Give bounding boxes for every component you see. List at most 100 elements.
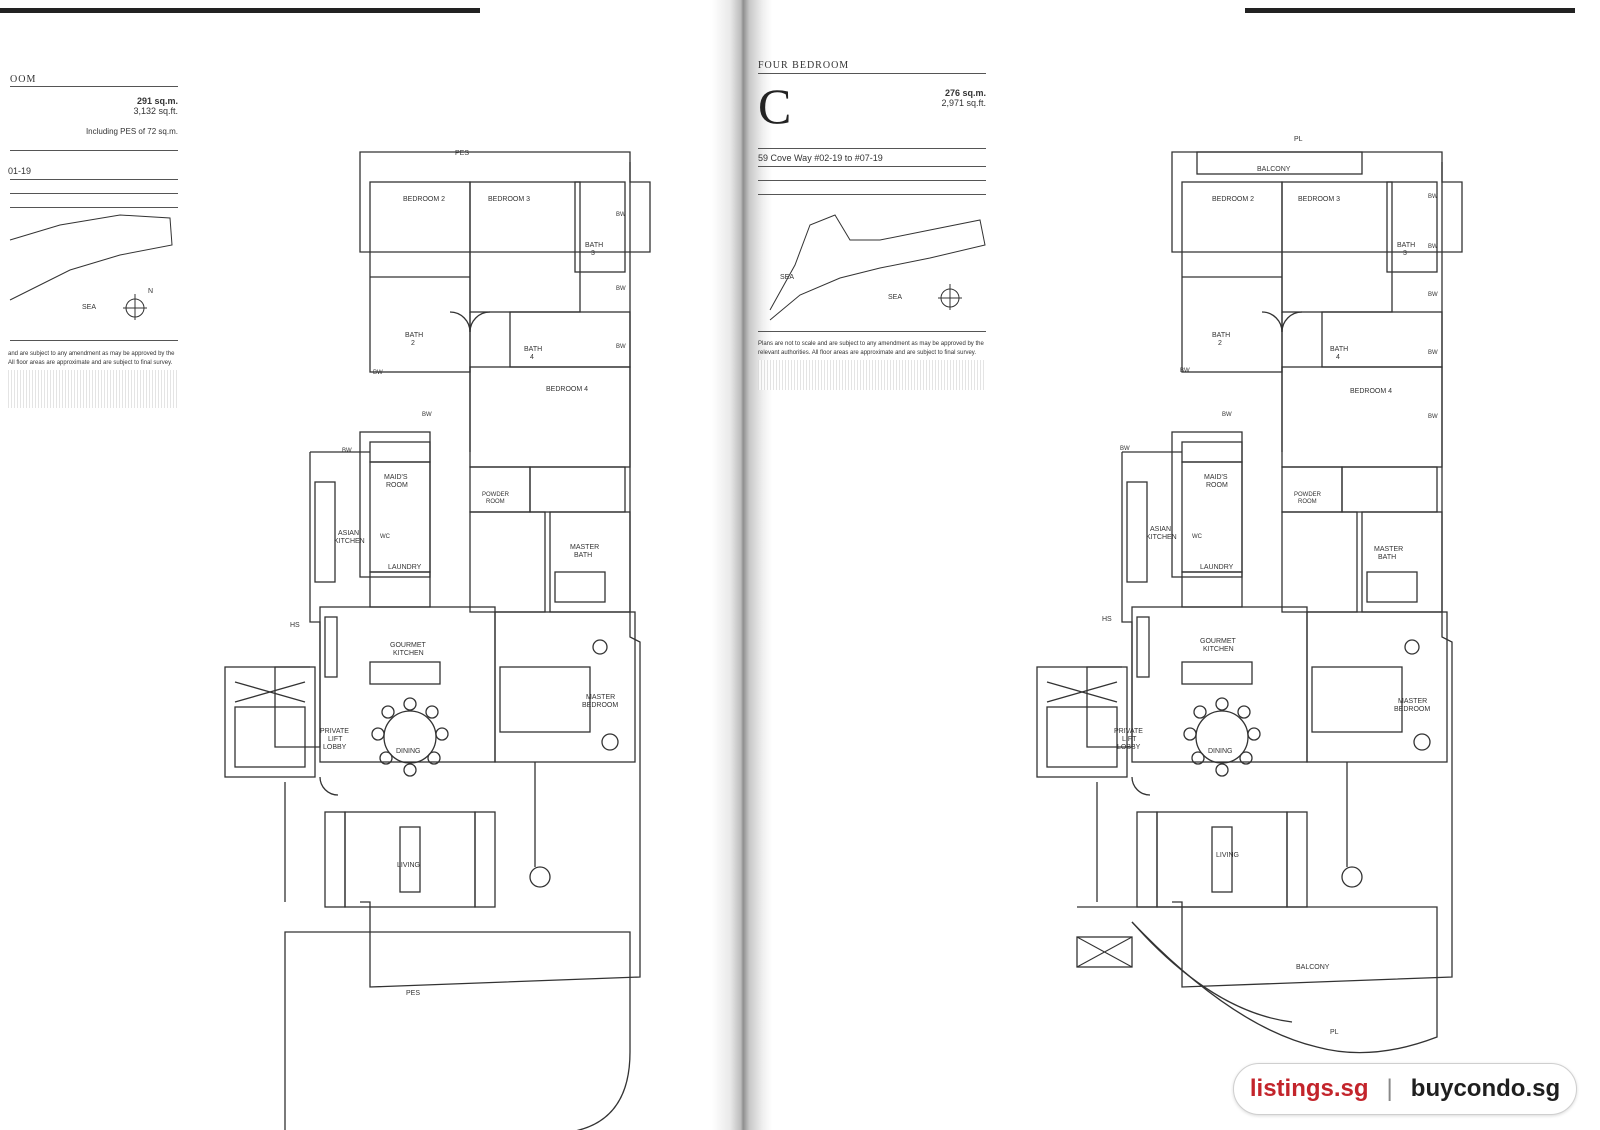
room-label-wc: WC [380, 534, 390, 540]
room-label-dining: DINING [1208, 748, 1233, 755]
room-label-private-lift-2: LIFT [1122, 736, 1137, 743]
room-label-bw: BW [1180, 368, 1190, 374]
room-label-wc: WC [1192, 534, 1202, 540]
room-label-asian-2: KITCHEN [1146, 534, 1177, 541]
room-label-asian: ASIAN [1150, 526, 1172, 533]
room-label-maids: MAID'S [1204, 474, 1228, 481]
left-rule [10, 340, 178, 341]
room-label-balcony-bottom: BALCONY [1296, 964, 1330, 971]
room-label-gourmet-2: KITCHEN [1203, 646, 1234, 653]
left-disclaimer-1: and are subject to any amendment as may … [8, 351, 175, 357]
room-label-private-lift-3: LOBBY [323, 744, 347, 751]
right-rule [758, 331, 986, 332]
room-label-private-lift: PRIVATE [320, 728, 349, 735]
right-rule [758, 166, 986, 167]
room-label-bath4: BATH [1330, 346, 1349, 353]
room-label-bath2: BATH [405, 332, 424, 339]
room-label-master-bath: MASTER [1374, 546, 1404, 553]
room-label-hs: HS [290, 622, 300, 629]
right-units: 59 Cove Way #02-19 to #07-19 [758, 153, 883, 163]
room-label-powder-2: ROOM [1298, 499, 1317, 505]
room-label-pl-bottom: PL [1330, 1029, 1339, 1036]
room-label-asian-2: KITCHEN [334, 538, 365, 545]
room-label-pes-top: PES [455, 150, 470, 157]
left-heading-fragment: OOM [10, 74, 37, 85]
room-label-powder-2: ROOM [486, 499, 505, 505]
watermark-site-1[interactable]: listings.sg [1249, 1075, 1369, 1102]
left-pes-note: Including PES of 72 sq.m. [85, 127, 178, 136]
room-label-gourmet: GOURMET [1200, 638, 1236, 645]
room-label-maids-2: ROOM [386, 482, 408, 489]
room-label-bw: BW [616, 212, 626, 218]
room-label-bw: BW [342, 448, 352, 454]
room-label-bedroom3: BEDROOM 3 [1298, 196, 1341, 203]
left-unit-fragment: 01-19 [8, 166, 32, 176]
right-disclaimer-2: relevant authorities. All floor areas ar… [758, 350, 977, 356]
room-label-master-bath-2: BATH [1378, 554, 1397, 561]
left-area-sqft: 3,132 sq.ft. [133, 106, 178, 116]
room-label-bw: BW [373, 370, 383, 376]
room-label-pl-top: PL [1294, 136, 1303, 143]
right-keyplan [769, 214, 986, 321]
room-label-laundry: LAUNDRY [1200, 564, 1234, 571]
left-keyplan-sea-label: SEA [82, 304, 97, 311]
left-rule [10, 179, 178, 180]
scan-noise [8, 370, 178, 408]
right-keyplan-sea-label-1: SEA [780, 274, 795, 281]
room-label-bath3-num: 3 [591, 250, 595, 257]
room-label-bw: BW [1428, 350, 1438, 356]
right-disclaimer-1: Plans are not to scale and are subject t… [758, 341, 984, 347]
right-rule [758, 148, 986, 149]
room-label-bath4-num: 4 [1336, 354, 1340, 361]
room-label-bedroom4: BEDROOM 4 [1350, 388, 1393, 395]
right-rule [758, 180, 986, 181]
room-label-maids: MAID'S [384, 474, 408, 481]
room-label-hs: HS [1102, 616, 1112, 623]
room-label-bath3-num: 3 [1403, 250, 1407, 257]
room-label-pes-bottom: PES [406, 990, 421, 997]
room-label-bw: BW [616, 286, 626, 292]
room-label-master-bedroom: MASTER [1398, 698, 1428, 705]
room-label-dining: DINING [396, 748, 421, 755]
room-label-bw: BW [616, 344, 626, 350]
room-label-bw: BW [422, 412, 432, 418]
room-label-maids-2: ROOM [1206, 482, 1228, 489]
room-label-bath2-num: 2 [1218, 340, 1222, 347]
room-label-master-bedroom: MASTER [586, 694, 616, 701]
room-label-bedroom2: BEDROOM 2 [403, 196, 446, 203]
room-label-bath4-num: 4 [530, 354, 534, 361]
room-label-bath2: BATH [1212, 332, 1231, 339]
room-label-bedroom4: BEDROOM 4 [546, 386, 589, 393]
book-gutter-shadow [712, 0, 772, 1130]
room-label-bw: BW [1222, 412, 1232, 418]
room-label-master-bedroom-2: BEDROOM [582, 702, 619, 709]
left-rule [10, 150, 178, 151]
room-label-private-lift: PRIVATE [1114, 728, 1143, 735]
right-area-sqft: 2,971 sq.ft. [941, 98, 986, 108]
room-label-bedroom2: BEDROOM 2 [1212, 196, 1255, 203]
room-label-private-lift-2: LIFT [328, 736, 343, 743]
room-label-gourmet-2: KITCHEN [393, 650, 424, 657]
left-rule [10, 207, 178, 208]
top-rule-left [0, 8, 480, 13]
right-area-sqm: 276 sq.m. [944, 88, 986, 98]
top-rule-right [1245, 8, 1575, 13]
watermark-badge[interactable]: listings.sg | buycondo.sg [1233, 1063, 1577, 1115]
right-keyplan-sea-label-2: SEA [888, 294, 903, 301]
right-rule [758, 73, 986, 74]
left-rule [10, 86, 178, 87]
room-label-master-bedroom-2: BEDROOM [1394, 706, 1431, 713]
room-label-private-lift-3: LOBBY [1117, 744, 1141, 751]
room-label-master-bath: MASTER [570, 544, 600, 551]
room-label-bath3: BATH [585, 242, 604, 249]
right-type-letter: C [758, 78, 792, 134]
right-brochure-page [735, 0, 1600, 1130]
left-brochure-page [0, 0, 735, 1130]
left-compass-label: N [148, 288, 154, 295]
left-rule [10, 193, 178, 194]
room-label-bw: BW [1428, 194, 1438, 200]
room-label-bw: BW [1428, 292, 1438, 298]
room-label-gourmet: GOURMET [390, 642, 426, 649]
right-rule [758, 194, 986, 195]
watermark-site-2[interactable]: buycondo.sg [1410, 1075, 1561, 1102]
